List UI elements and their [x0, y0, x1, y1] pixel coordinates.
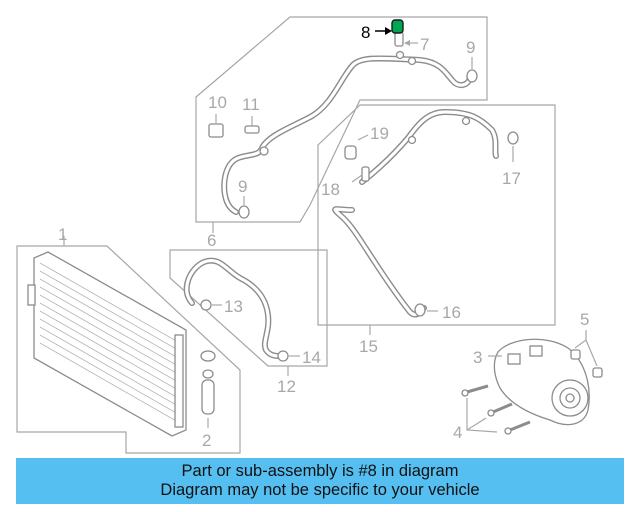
part-13-oring[interactable] — [200, 299, 222, 311]
callout-2[interactable]: 2 — [202, 431, 211, 450]
callout-18[interactable]: 18 — [321, 180, 340, 199]
callout-14[interactable]: 14 — [302, 348, 321, 367]
part-4-bolts[interactable] — [461, 384, 531, 435]
callout-13[interactable]: 13 — [224, 297, 243, 316]
part-11-fitting[interactable] — [244, 116, 260, 134]
part-5-caps[interactable] — [570, 330, 603, 378]
callout-3[interactable]: 3 — [473, 348, 482, 367]
callout-5[interactable]: 5 — [580, 310, 589, 329]
callout-6[interactable]: 6 — [207, 231, 216, 250]
part-16-oring[interactable] — [414, 303, 438, 317]
part-17-oring[interactable] — [507, 131, 519, 162]
banner-line-2: Diagram may not be specific to your vehi… — [160, 481, 480, 499]
info-banner: Part or sub-assembly is #8 in diagram Di… — [16, 458, 624, 504]
callout-19[interactable]: 19 — [370, 124, 389, 143]
panel-outline-6 — [195, 16, 488, 223]
part-2-drier[interactable] — [200, 350, 216, 428]
panel-outline-12 — [169, 249, 328, 367]
part-19-cap[interactable] — [344, 134, 369, 160]
callout-1[interactable]: 1 — [58, 225, 67, 244]
callout-9-upper[interactable]: 9 — [466, 38, 475, 57]
callout-16[interactable]: 16 — [442, 303, 461, 322]
callout-12[interactable]: 12 — [277, 377, 296, 396]
callout-17[interactable]: 17 — [502, 169, 521, 188]
compressor[interactable] — [493, 338, 590, 426]
callout-15[interactable]: 15 — [359, 337, 378, 356]
suction-hose — [221, 50, 473, 215]
part-9-oring-lower[interactable] — [238, 196, 250, 219]
callout-4[interactable]: 4 — [453, 423, 462, 442]
panel-outline-15 — [317, 104, 556, 326]
panel-outline-1 — [16, 245, 241, 454]
part-10-sensor[interactable] — [208, 114, 224, 138]
callout-9-lower[interactable]: 9 — [238, 177, 247, 196]
parts-diagram: 6 7 8 9 10 11 9 15 — [16, 16, 603, 454]
part-9-oring-upper[interactable] — [466, 57, 478, 83]
callout-8[interactable]: 8 — [361, 23, 370, 42]
callout-11[interactable]: 11 — [242, 95, 260, 114]
part-7-valve[interactable] — [394, 31, 418, 47]
callout-10[interactable]: 10 — [208, 93, 227, 112]
condenser[interactable] — [27, 251, 187, 437]
part-18-valve[interactable] — [351, 166, 370, 183]
callout-7[interactable]: 7 — [420, 35, 429, 54]
part-14-oring[interactable] — [277, 350, 300, 362]
part-8-cap[interactable] — [375, 19, 404, 35]
banner-line-1: Part or sub-assembly is #8 in diagram — [181, 462, 459, 480]
liquid-line — [183, 257, 283, 359]
discharge-hose — [332, 109, 499, 318]
